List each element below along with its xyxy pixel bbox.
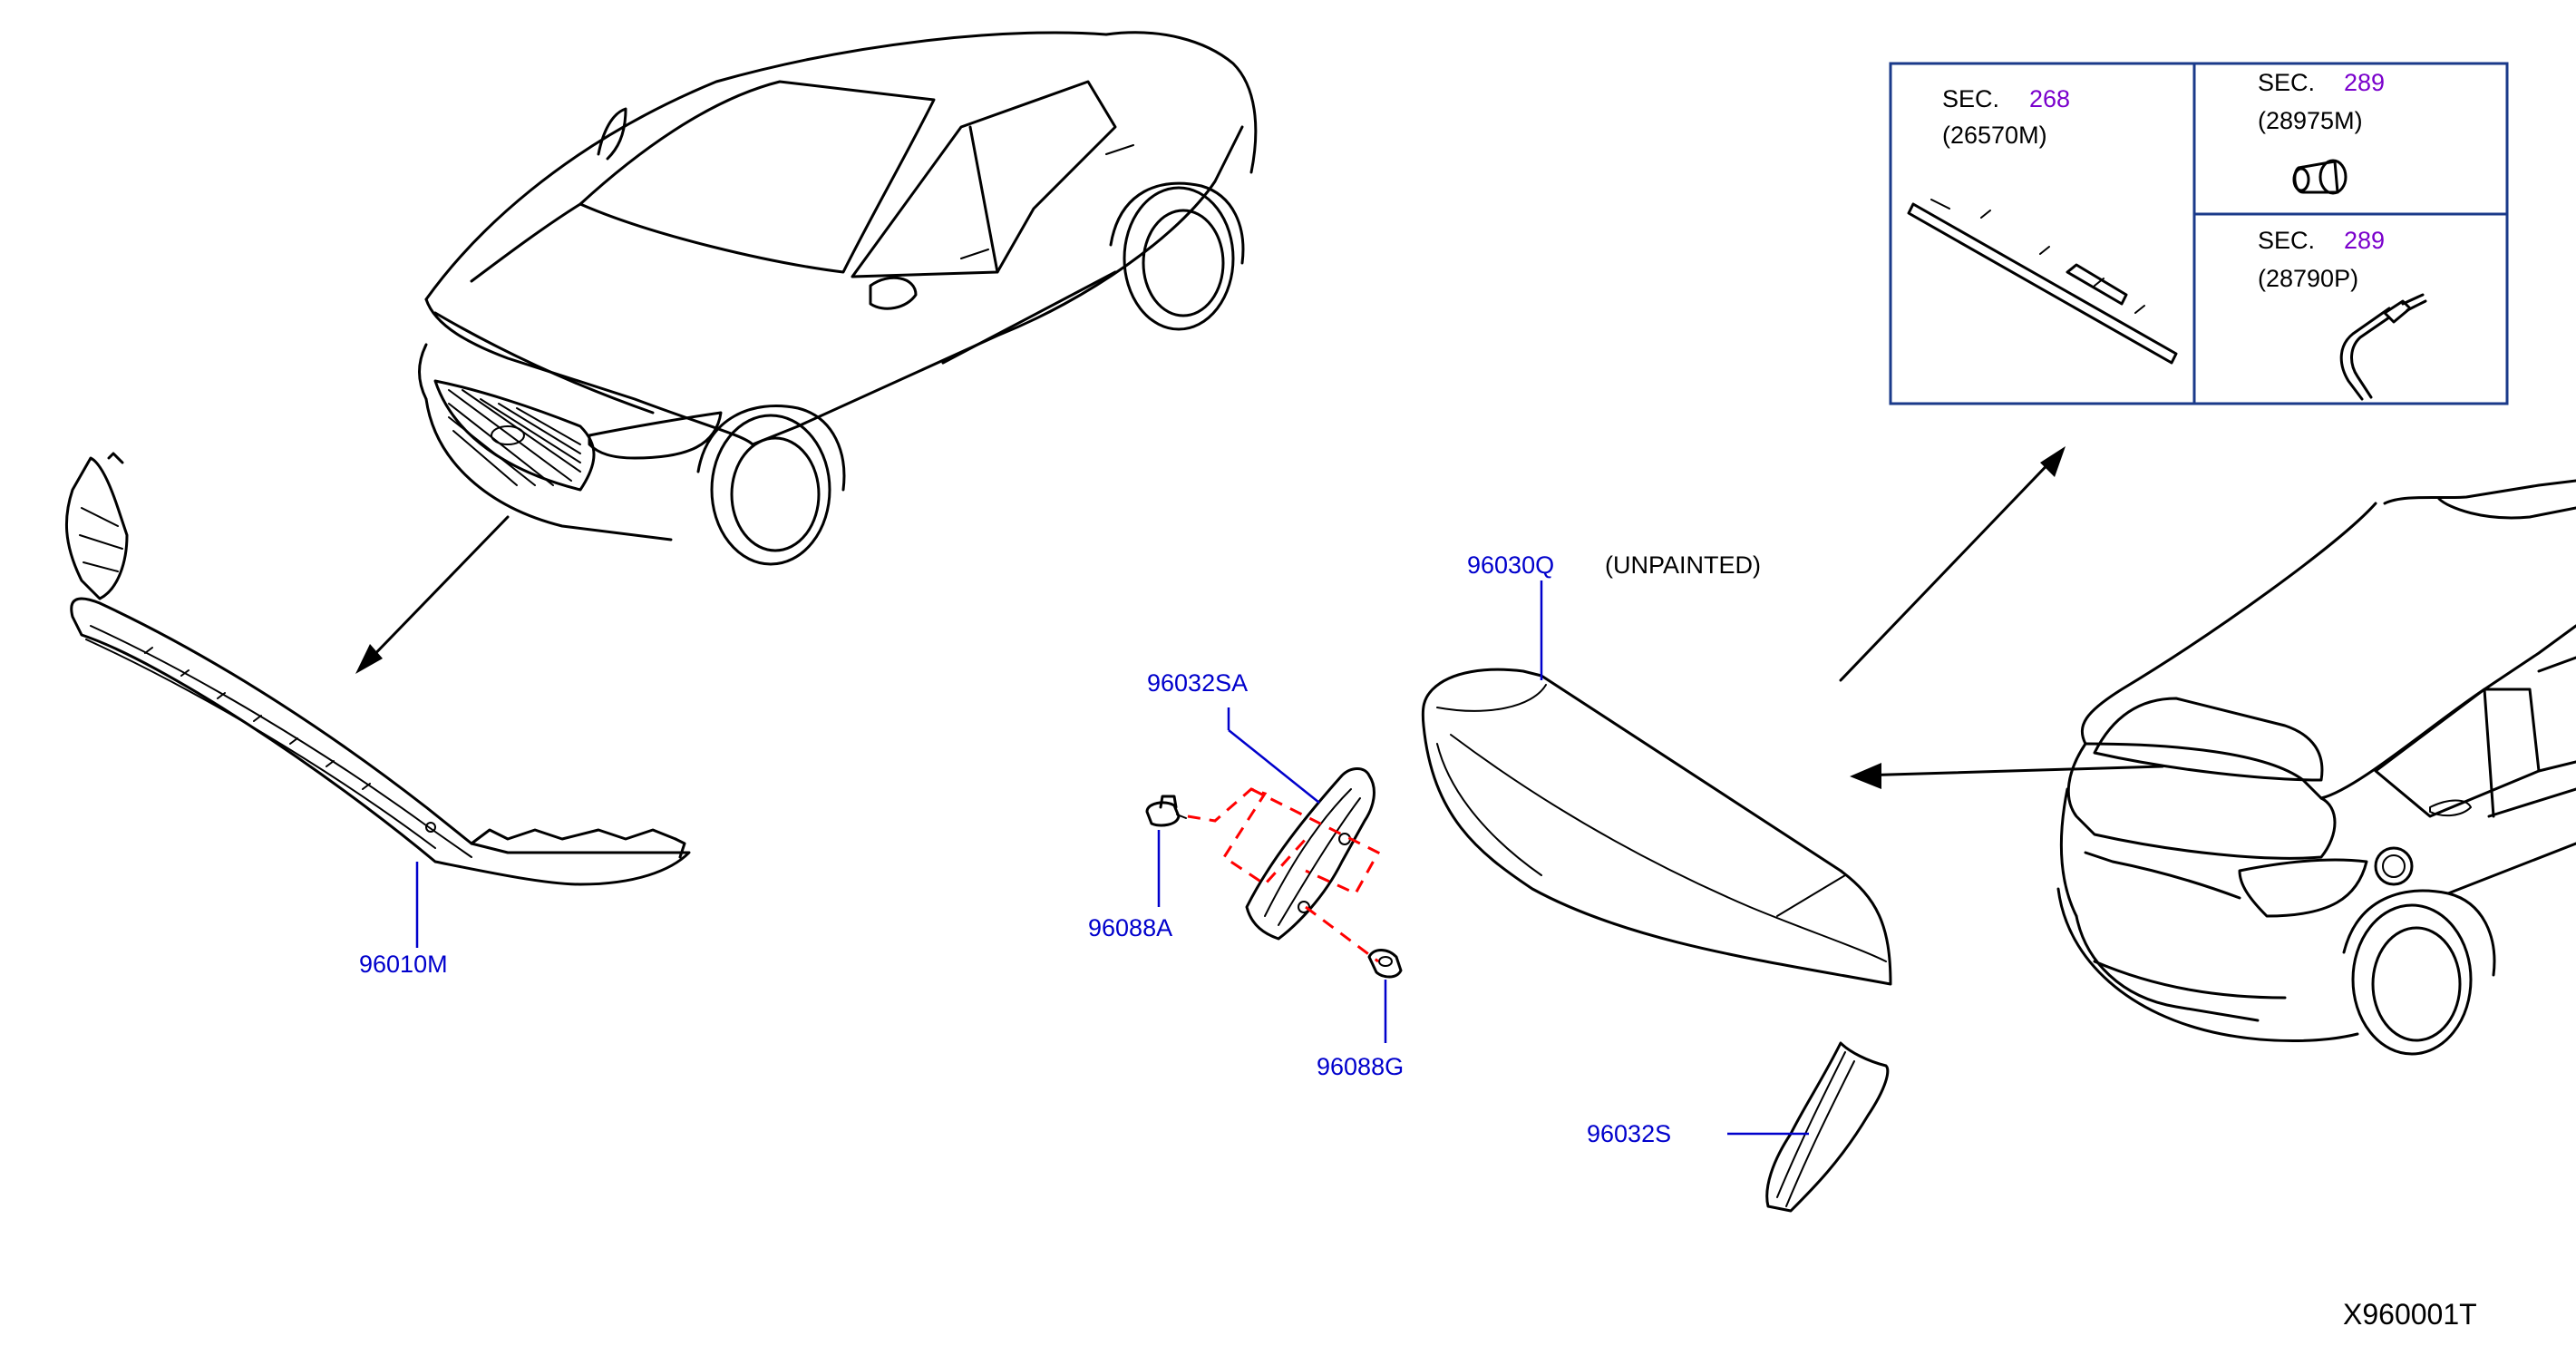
part-label-96088G[interactable]: 96088G (1317, 1053, 1405, 1080)
rear-arrow (1850, 763, 2164, 789)
section-2-number[interactable]: 289 (2344, 69, 2386, 96)
section-2-label: SEC. (2258, 69, 2316, 96)
section-1-label: SEC. (1942, 85, 2000, 112)
section-3-label: SEC. (2258, 227, 2316, 254)
section-1-number[interactable]: 268 (2029, 85, 2071, 112)
section-3-number[interactable]: 289 (2344, 227, 2386, 254)
clip-position-indicators (1187, 787, 1381, 963)
front-lower-spoiler-part (65, 452, 691, 886)
spoiler-side-96032SA (1245, 767, 1375, 941)
section-2-part: (28975M) (2258, 107, 2363, 134)
section-reference-box (1889, 62, 2509, 405)
spoiler-side-96032S (1765, 1041, 1890, 1213)
rear-vehicle-illustration (2056, 479, 2576, 1056)
front-vehicle-illustration (418, 31, 1258, 566)
part-note-unpainted: (UNPAINTED) (1605, 551, 1761, 579)
section-arrow (1839, 446, 2066, 682)
part-label-96088A[interactable]: 96088A (1088, 914, 1173, 941)
part-label-96030Q[interactable]: 96030Q (1467, 551, 1555, 579)
part-label-96032SA[interactable]: 96032SA (1147, 669, 1249, 697)
section-3-part: (28790P) (2258, 265, 2359, 292)
diagram-id: X960001T (2343, 1298, 2477, 1331)
part-label-96010M[interactable]: 96010M (359, 951, 448, 978)
section-1-part: (26570M) (1942, 122, 2047, 149)
clip-96088G (1367, 949, 1403, 979)
front-arrow (355, 515, 510, 674)
clip-96088A (1145, 795, 1187, 827)
leader-96032SA-b (1228, 729, 1320, 804)
rear-spoiler-part (1421, 668, 1892, 986)
part-label-96032S[interactable]: 96032S (1587, 1120, 1672, 1147)
